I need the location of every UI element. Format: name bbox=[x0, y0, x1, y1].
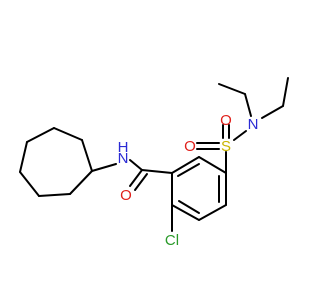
bond bbox=[244, 93, 252, 117]
molecule-svg: N H O Cl S O O N bbox=[19, 77, 289, 249]
sulfonamide-nitrogen-label: N bbox=[248, 116, 259, 133]
bond bbox=[218, 83, 246, 95]
bond bbox=[129, 169, 143, 187]
bond bbox=[178, 200, 200, 214]
sulfur-label: S bbox=[221, 138, 231, 155]
chlorine-label: Cl bbox=[165, 232, 179, 249]
bond bbox=[38, 193, 71, 197]
bond bbox=[26, 127, 55, 143]
atom-labels: N H O Cl S O O N bbox=[118, 112, 259, 249]
carbonyl-oxygen-label: O bbox=[120, 187, 132, 204]
bond bbox=[177, 163, 200, 177]
amide-hydrogen-label: H bbox=[118, 139, 129, 156]
bond bbox=[91, 163, 117, 172]
bond bbox=[19, 171, 40, 197]
bond bbox=[19, 141, 28, 173]
bond bbox=[171, 204, 200, 221]
bond bbox=[282, 77, 289, 107]
bond bbox=[134, 173, 148, 191]
bond bbox=[261, 105, 284, 119]
bond bbox=[198, 204, 227, 221]
bond bbox=[69, 170, 93, 195]
sulfonyl-oxygen-top-label: O bbox=[220, 112, 232, 129]
structure-diagram: N H O Cl S O O N bbox=[19, 77, 289, 249]
bond bbox=[198, 156, 227, 174]
sulfonyl-oxygen-left-label: O bbox=[184, 138, 196, 155]
bond bbox=[53, 127, 83, 141]
bond bbox=[129, 159, 143, 171]
bond bbox=[233, 130, 247, 141]
bonds bbox=[19, 77, 289, 232]
bond bbox=[141, 169, 173, 174]
bond bbox=[171, 156, 200, 174]
amide-nitrogen-label: N bbox=[118, 150, 129, 167]
bond bbox=[81, 139, 93, 172]
